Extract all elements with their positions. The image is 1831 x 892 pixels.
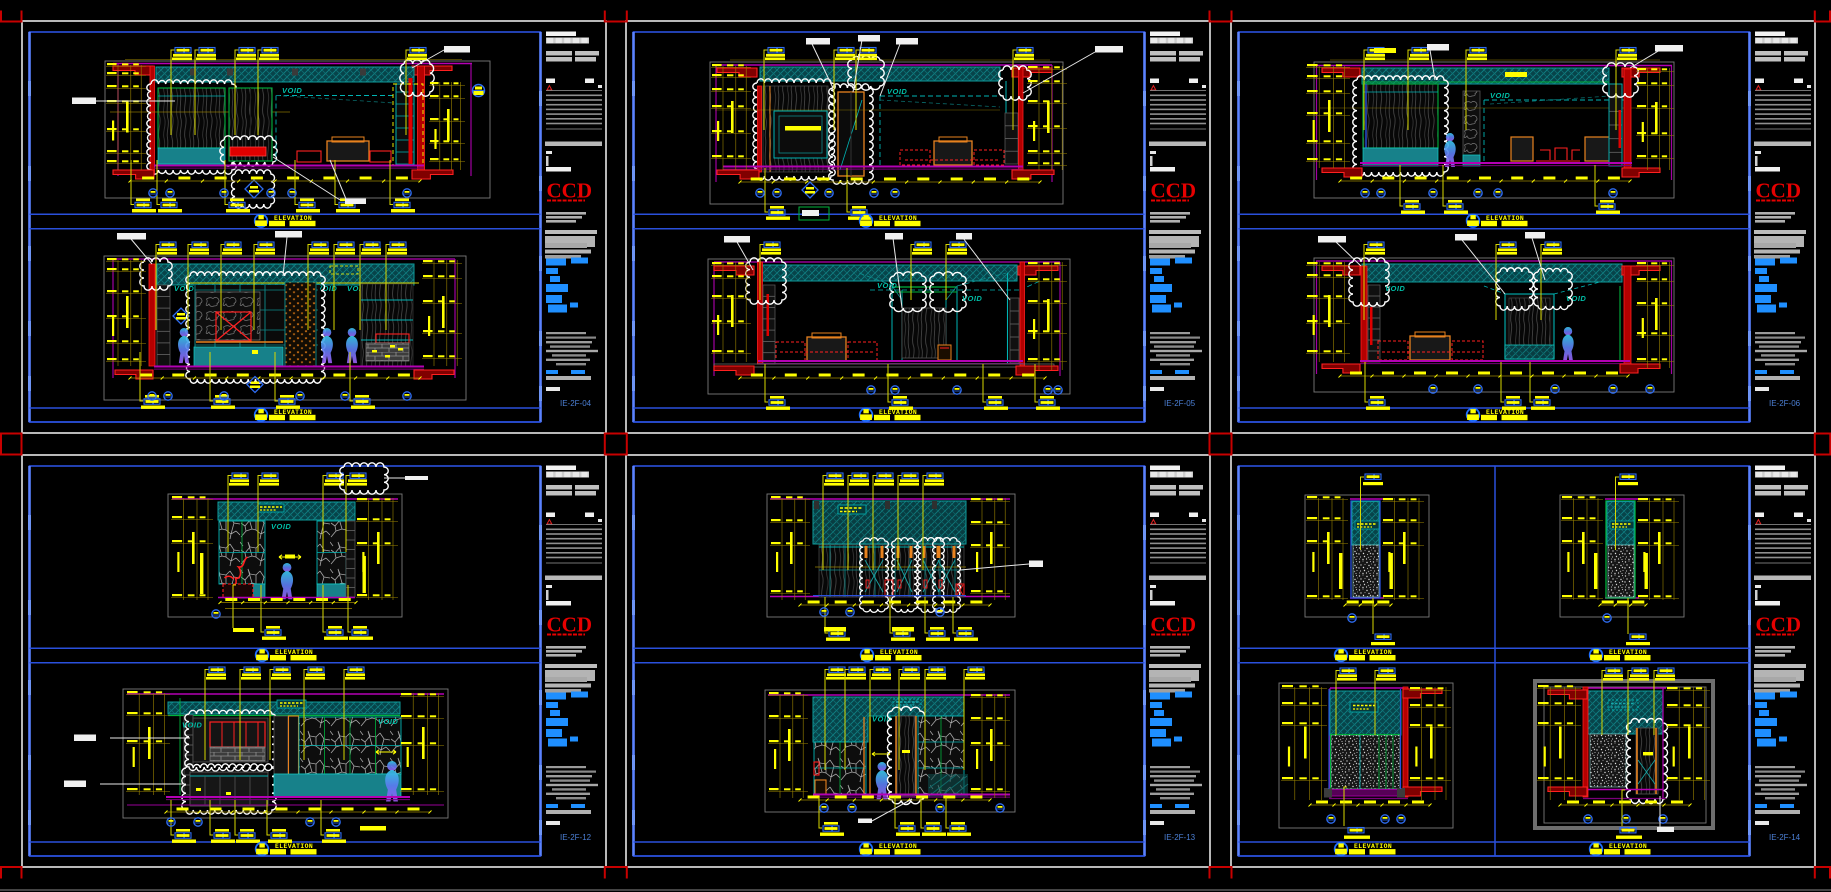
svg-text:VOID: VOID — [174, 284, 194, 293]
svg-text:ELEVATION: ELEVATION — [1486, 215, 1524, 222]
svg-text:IE-2F-12: IE-2F-12 — [560, 833, 592, 842]
svg-text:IE-2F-05: IE-2F-05 — [1164, 399, 1196, 408]
svg-text:ELEVATION: ELEVATION — [879, 843, 917, 850]
svg-text:ELEVATION: ELEVATION — [880, 649, 918, 656]
svg-text:VOID: VOID — [271, 522, 291, 531]
svg-text:CCD: CCD — [547, 179, 593, 203]
svg-text:VOID: VOID — [317, 284, 337, 293]
svg-text:ELEVATION: ELEVATION — [1354, 649, 1392, 656]
svg-text:VOID: VOID — [182, 721, 202, 730]
svg-text:ELEVATION: ELEVATION — [275, 843, 313, 850]
svg-text:VOID: VOID — [872, 715, 892, 724]
svg-text:CCD: CCD — [1756, 613, 1802, 637]
svg-text:VOID: VOID — [347, 284, 367, 293]
svg-text:VOID: VOID — [378, 717, 398, 726]
svg-text:IE-2F-14: IE-2F-14 — [1769, 833, 1801, 842]
svg-text:VOID: VOID — [1385, 284, 1405, 293]
svg-text:IE-2F-06: IE-2F-06 — [1769, 399, 1801, 408]
svg-text:CCD: CCD — [1151, 613, 1197, 637]
svg-text:ELEVATION: ELEVATION — [879, 215, 917, 222]
svg-text:ELEVATION: ELEVATION — [1354, 843, 1392, 850]
svg-text:CCD: CCD — [1151, 179, 1197, 203]
svg-text:ELEVATION: ELEVATION — [274, 215, 312, 222]
svg-text:ELEVATION: ELEVATION — [1609, 649, 1647, 656]
svg-text:IE-2F-04: IE-2F-04 — [560, 399, 592, 408]
svg-text:VOID: VOID — [962, 294, 982, 303]
svg-text:CCD: CCD — [1756, 179, 1802, 203]
svg-text:VOID: VOID — [1490, 91, 1510, 100]
svg-text:ELEVATION: ELEVATION — [879, 409, 917, 416]
svg-text:CCD: CCD — [547, 613, 593, 637]
svg-text:VOID: VOID — [887, 87, 907, 96]
svg-text:ELEVATION: ELEVATION — [275, 649, 313, 656]
svg-text:ELEVATION: ELEVATION — [274, 409, 312, 416]
svg-text:IE-2F-13: IE-2F-13 — [1164, 833, 1196, 842]
svg-text:VOID: VOID — [282, 86, 302, 95]
svg-text:VOID: VOID — [877, 281, 897, 290]
svg-text:ELEVATION: ELEVATION — [1609, 843, 1647, 850]
svg-text:VOID: VOID — [1566, 294, 1586, 303]
svg-text:ELEVATION: ELEVATION — [1486, 409, 1524, 416]
